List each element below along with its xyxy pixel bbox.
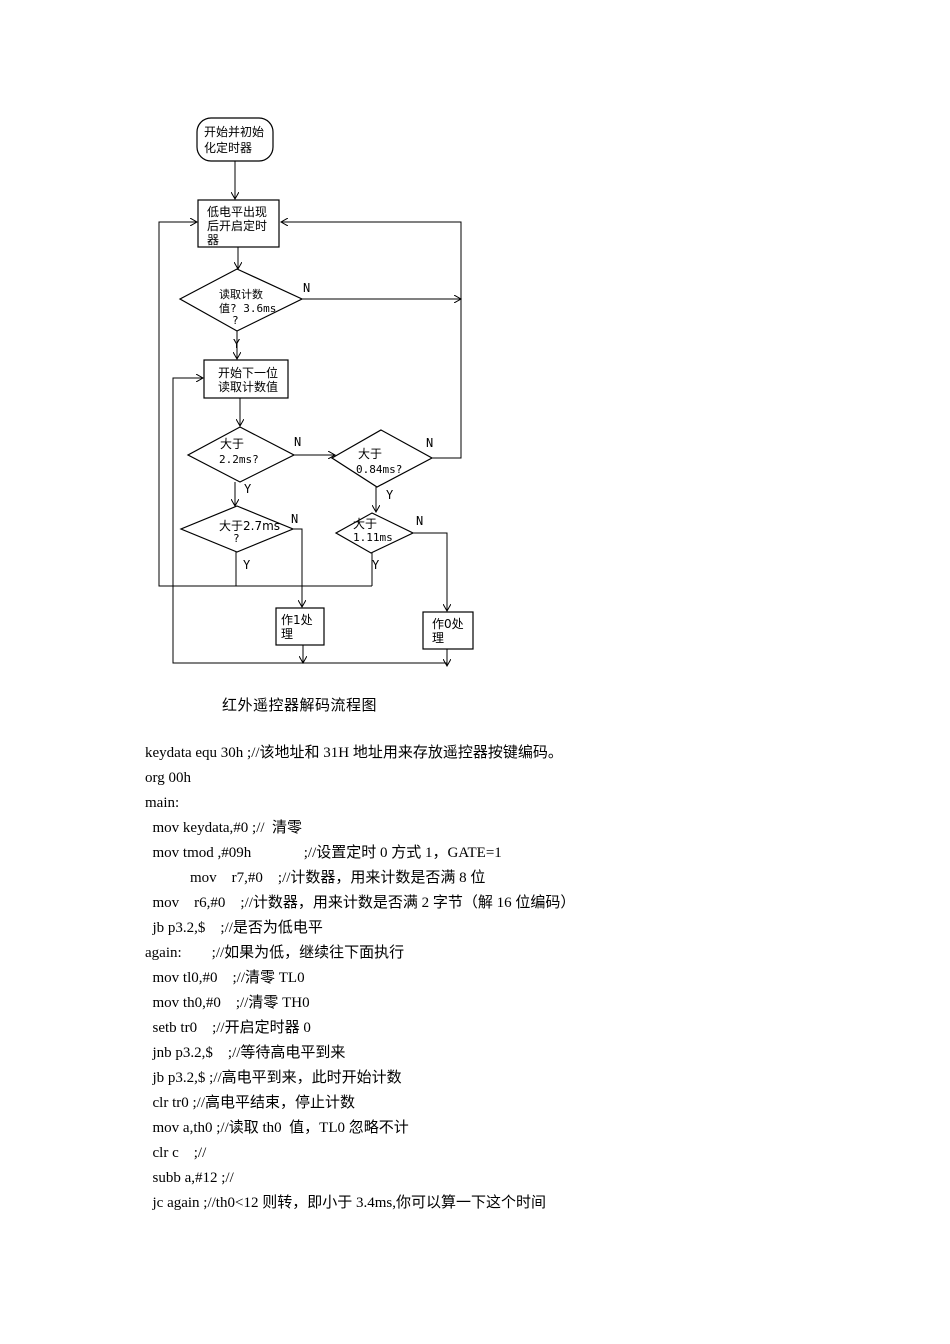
code-line: jnb p3.2,$ ;//等待高电平到来 <box>145 1045 346 1061</box>
assembly-code-block: keydata equ 30h ;//该地址和 31H 地址用来存放遥控器按键编… <box>145 741 905 1216</box>
node-gt-2-7-line1: 大于2.7ms <box>219 519 280 533</box>
code-line: setb tr0 ;//开启定时器 0 <box>145 1020 311 1036</box>
label-yes: Y <box>233 337 241 351</box>
node-gt-2-7-line2: ? <box>233 532 240 545</box>
node-read-count: 读取计数 值? 3.6ms ? <box>178 268 304 332</box>
label-yes: Y <box>386 488 394 502</box>
node-do-0: 作0处 理 <box>422 611 474 650</box>
code-line: mov keydata,#0 ;// 清零 <box>145 820 303 836</box>
node-read-count-line1: 读取计数 <box>219 287 263 301</box>
code-line: mov r6,#0 ;//计数器，用来计数是否满 2 字节（解 16 位编码） <box>145 895 576 911</box>
node-do-0-line1: 作0处 <box>432 617 464 631</box>
node-gt-2-2: 大于 2.2ms? <box>186 426 296 483</box>
node-do-1-line2: 理 <box>281 627 293 641</box>
code-line: org 00h <box>145 770 191 786</box>
node-start-line1: 开始并初始 <box>204 125 264 139</box>
code-line: mov a,th0 ;//读取 th0 值，TL0 忽略不计 <box>145 1120 409 1136</box>
node-gt-0-84-line2: 0.84ms? <box>356 463 402 476</box>
code-line: mov tl0,#0 ;//清零 TL0 <box>145 970 305 986</box>
node-gt-0-84: 大于 0.84ms? <box>330 429 434 488</box>
node-gt-2-2-line2: 2.2ms? <box>219 453 259 466</box>
node-low-level-line2: 后开启定时 <box>207 218 267 233</box>
node-read-count-line2: 值? 3.6ms <box>219 302 276 315</box>
label-no: N <box>416 514 423 528</box>
ir-decode-flowchart: 开始并初始 化定时器 低电平出现 后开启定时 器 读取计数 值? 3.6ms ?… <box>158 117 474 690</box>
label-no: N <box>291 512 298 526</box>
node-next-bit-line1: 开始下一位 <box>218 365 278 380</box>
node-read-count-line3: ? <box>232 314 239 327</box>
code-line: clr tr0 ;//高电平结束，停止计数 <box>145 1095 356 1111</box>
label-yes: Y <box>243 558 251 572</box>
node-low-level: 低电平出现 后开启定时 器 <box>197 199 280 248</box>
code-line: again: ;//如果为低，继续往下面执行 <box>145 945 405 961</box>
code-line: jb p3.2,$ ;//高电平到来，此时开始计数 <box>145 1070 402 1086</box>
code-line: subb a,#12 ;// <box>145 1170 234 1186</box>
node-start-line2: 化定时器 <box>204 140 252 155</box>
node-next-bit: 开始下一位 读取计数值 <box>203 359 289 399</box>
node-gt-2-2-line1: 大于 <box>220 437 244 451</box>
node-start: 开始并初始 化定时器 <box>196 117 274 162</box>
node-low-level-line1: 低电平出现 <box>207 205 267 219</box>
code-line: jc again ;//th0<12 则转，即小于 3.4ms,你可以算一下这个… <box>145 1195 546 1211</box>
node-next-bit-line2: 读取计数值 <box>218 379 278 394</box>
code-line: mov th0,#0 ;//清零 TH0 <box>145 995 310 1011</box>
node-low-level-line3: 器 <box>207 233 219 247</box>
node-gt-2-7: 大于2.7ms ? <box>179 505 295 553</box>
label-yes: Y <box>372 558 380 572</box>
code-line: mov tmod ,#09h ;//设置定时 0 方式 1，GATE=1 <box>145 845 502 861</box>
code-line: jb p3.2,$ ;//是否为低电平 <box>145 920 323 936</box>
node-gt-1-11-line2: 1.11ms <box>353 531 393 544</box>
label-no: N <box>294 435 301 449</box>
label-no: N <box>426 436 433 450</box>
node-gt-1-11: 大于 1.11ms <box>334 512 415 554</box>
code-line: keydata equ 30h ;//该地址和 31H 地址用来存放遥控器按键编… <box>145 745 563 761</box>
code-line: clr c ;// <box>145 1145 207 1161</box>
node-do-0-line2: 理 <box>432 631 444 645</box>
node-do-1: 作1处 理 <box>275 607 325 646</box>
flowchart-caption: 红外遥控器解码流程图 <box>222 696 378 714</box>
code-line: main: <box>145 795 180 811</box>
node-gt-0-84-line1: 大于 <box>358 447 382 461</box>
label-yes: Y <box>244 482 252 496</box>
label-no: N <box>303 281 310 295</box>
code-line: mov r7,#0 ;//计数器，用来计数是否满 8 位 <box>145 870 486 886</box>
node-do-1-line1: 作1处 <box>281 613 313 627</box>
node-gt-1-11-line1: 大于 <box>353 517 377 531</box>
